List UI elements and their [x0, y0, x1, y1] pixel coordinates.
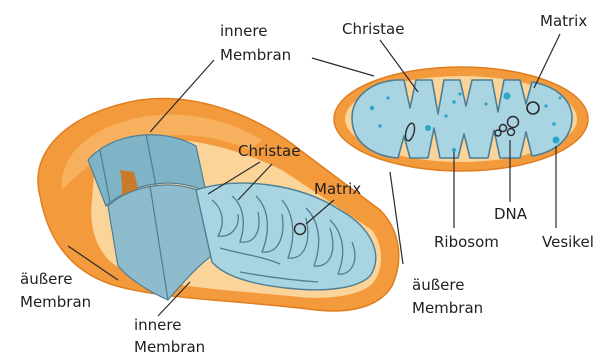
label-matrix-right: Matrix — [540, 12, 587, 30]
label-matrix-left: Matrix — [314, 180, 361, 198]
label-christae-right: Christae — [342, 20, 404, 38]
label-aeussere-membran-center-1: äußere — [412, 276, 464, 294]
mitochondrion-section — [334, 67, 588, 171]
label-innere-membran-top-1: innere — [220, 22, 267, 40]
label-vesikel: Vesikel — [542, 233, 594, 251]
label-ribosom: Ribosom — [434, 233, 499, 251]
label-aeussere-membran-left-1: äußere — [20, 270, 72, 288]
label-christae-left: Christae — [238, 142, 300, 160]
label-innere-membran-bottom-2: Membran — [134, 338, 205, 356]
label-aeussere-membran-left-2: Membran — [20, 293, 91, 311]
label-innere-membran-top-2: Membran — [220, 46, 291, 64]
label-dna: DNA — [494, 205, 528, 223]
label-aeussere-membran-center-2: Membran — [412, 299, 483, 317]
label-innere-membran-bottom-1: innere — [134, 316, 181, 334]
